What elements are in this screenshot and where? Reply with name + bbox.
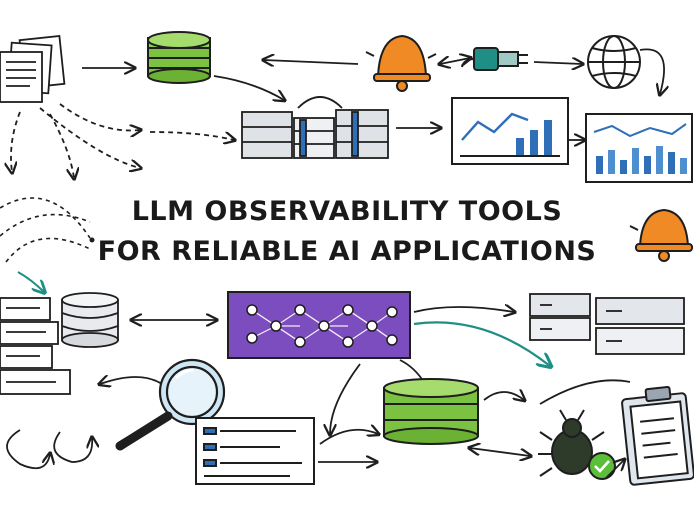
diagram-title-line-1: LLM OBSERVABILITY TOOLS [131, 196, 563, 227]
clipboard-icon [621, 385, 694, 486]
database-icon-2 [61, 292, 119, 348]
checkmark-icon [588, 452, 616, 480]
document-stack-icon-2 [0, 297, 71, 395]
bar-chart-icon [585, 113, 693, 183]
line-chart-icon [451, 97, 569, 165]
globe-icon [587, 35, 641, 89]
dashed-connectors-left [0, 197, 95, 263]
bell-icon [365, 34, 437, 92]
magnifier-icon [115, 358, 226, 451]
teal-arrow-right [413, 321, 550, 366]
plug-icon [461, 47, 528, 71]
server-rack-icon [241, 96, 389, 159]
teal-arrow-left [17, 271, 44, 292]
bug-icon [538, 409, 605, 477]
neural-network-icon [227, 291, 411, 359]
bell-icon-right [629, 208, 693, 262]
diagram-title-line-2: FOR RELIABLE AI APPLICATIONS [97, 236, 597, 267]
server-rack-icon-right [529, 293, 685, 355]
database-icon [147, 31, 211, 84]
dashboard-panel-icon [195, 417, 315, 485]
flow-arrows-bottom [6, 379, 631, 479]
flow-arrows-top [11, 48, 664, 178]
database-icon-3 [383, 378, 479, 445]
document-stack-icon [0, 35, 66, 103]
